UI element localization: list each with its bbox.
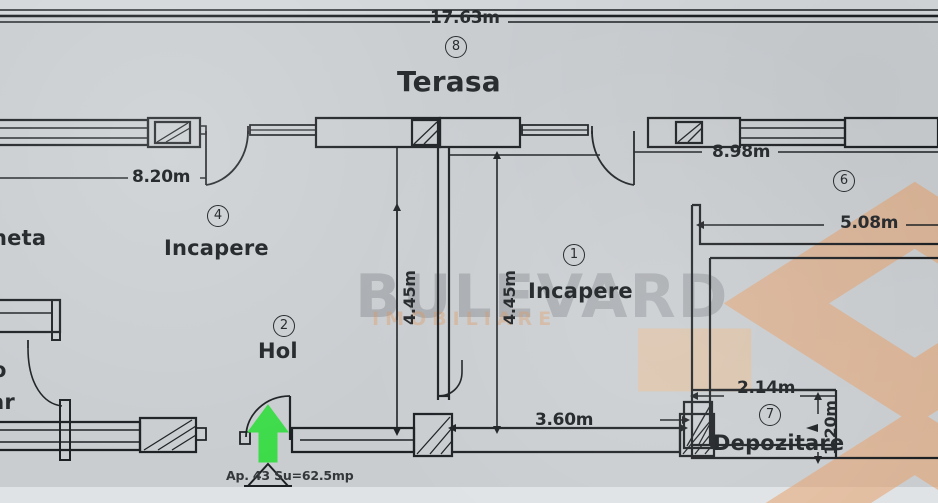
room-bubble-1: 1 xyxy=(563,244,585,266)
room-bubble-4: 4 xyxy=(207,205,229,227)
dimension-left-room-width: 8.20m xyxy=(132,167,191,187)
watermark-text: BULEVARD xyxy=(355,262,730,332)
dimension-center-left-height: 4.45m xyxy=(400,270,419,325)
partial-label-debara: ar xyxy=(0,390,15,414)
dimension-center-right-height: 4.45m xyxy=(500,270,519,325)
room-label-incapere-4: Incapere xyxy=(164,236,269,260)
entry-arrow-icon xyxy=(247,404,289,463)
dimension-storage-height: 1.20m xyxy=(821,400,840,455)
dimension-right-room-width: 8.98m xyxy=(712,142,771,162)
watermark-subtext: IMOBILIARE xyxy=(372,308,558,330)
dimension-bottom-room-width: 3.60m xyxy=(535,410,594,430)
room-label-incapere-1: Incapere xyxy=(528,279,633,303)
room-bubble-2: 2 xyxy=(273,315,295,337)
room-bubble-8: 8 xyxy=(445,36,467,58)
apartment-caption: Ap. 43 Su=62.5mp xyxy=(226,468,354,483)
room-label-terasa: Terasa xyxy=(397,65,501,98)
partial-label-chicineta: neta xyxy=(0,226,47,250)
partial-label-baie: o xyxy=(0,360,7,381)
room-bubble-7: 7 xyxy=(759,404,781,426)
room-bubble-6: 6 xyxy=(833,170,855,192)
dimension-terrace-width: 17.63m xyxy=(430,8,500,28)
dimension-right-span: 5.08m xyxy=(840,213,899,233)
dimension-storage-width: 2.14m xyxy=(737,378,796,398)
room-label-depozitare: Depozitare xyxy=(713,431,845,455)
paper-bottom-strip xyxy=(0,487,938,503)
room-label-hol: Hol xyxy=(258,339,298,363)
